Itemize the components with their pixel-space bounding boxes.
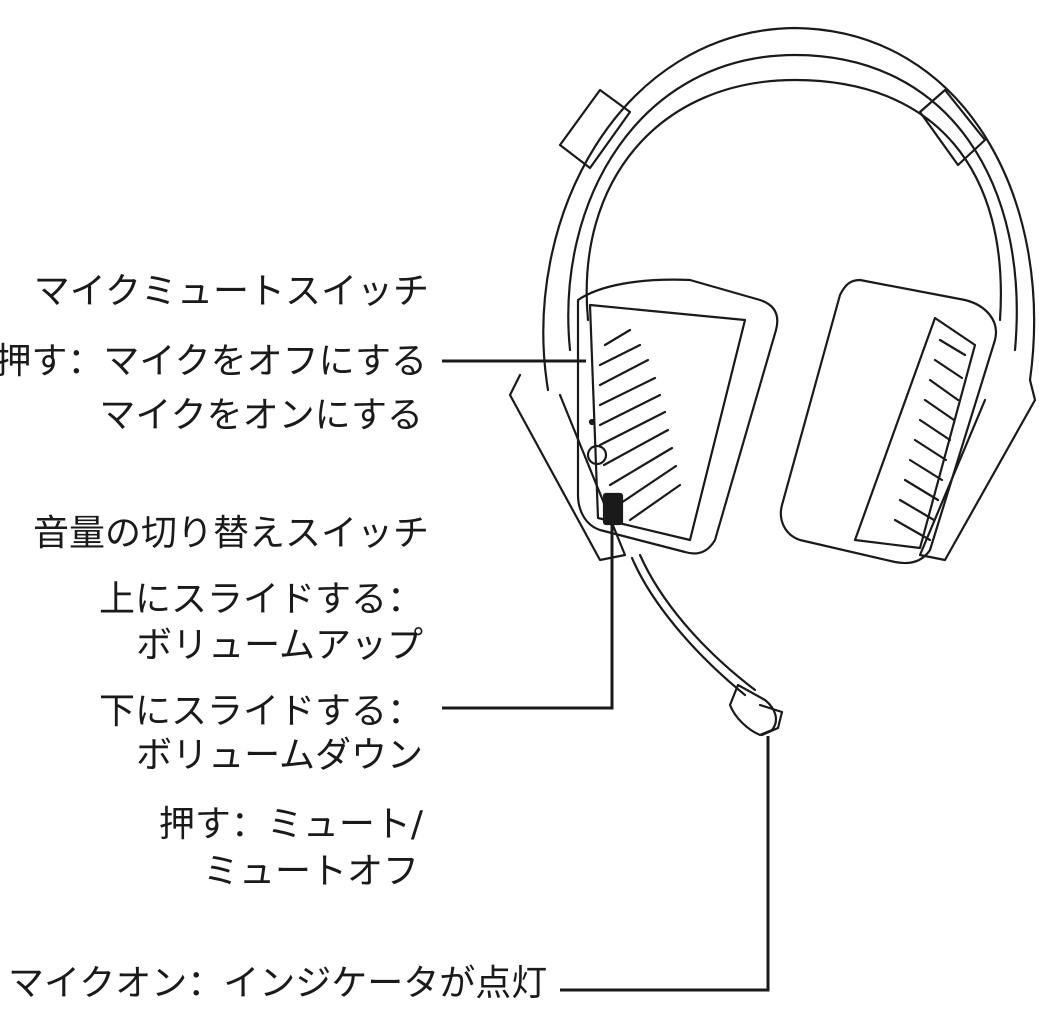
mic-mute-button (586, 444, 608, 466)
boom-mic-head (728, 683, 778, 737)
label-mic-on: マイクをオンにする (99, 395, 423, 436)
label-volume-down: ボリュームダウン (136, 735, 423, 776)
headband-pad-right (918, 88, 987, 167)
label-slide-down: 下にスライドする： (98, 691, 423, 732)
ear-cup-left-hatch (598, 328, 682, 522)
ear-cup-right-cushion (853, 316, 977, 550)
ear-cup-right-hatch (893, 338, 967, 542)
headband-inner-2 (567, 53, 1018, 352)
label-volume-switch: 音量の切り替えスイッチ (32, 513, 429, 554)
volume-switch (602, 492, 624, 526)
ear-cup-left-shell (576, 278, 779, 555)
label-indicator: マイクオン：インジケータが点灯 (8, 963, 548, 1004)
yoke-right (918, 378, 1037, 562)
label-mic-mute-switch: マイクミュートスイッチ (33, 271, 429, 312)
boom-mic-arm (630, 553, 757, 697)
label-slide-up: 上にスライドする： (98, 579, 423, 620)
headband-pad-left (558, 88, 632, 170)
leader-volume (442, 520, 614, 710)
headband-outer (542, 26, 1036, 392)
ear-cup-right-shell (779, 278, 998, 565)
label-mute-off: ミュートオフ (202, 851, 419, 892)
boom-mic-tip (758, 703, 784, 737)
headband-inner (585, 78, 1002, 322)
label-press-mic-off: 押す：マイクをオフにする (0, 341, 427, 382)
label-press-mute: 押す：ミュート/ (158, 804, 423, 845)
label-volume-up: ボリュームアップ (136, 625, 423, 666)
leader-indicator (560, 736, 770, 992)
